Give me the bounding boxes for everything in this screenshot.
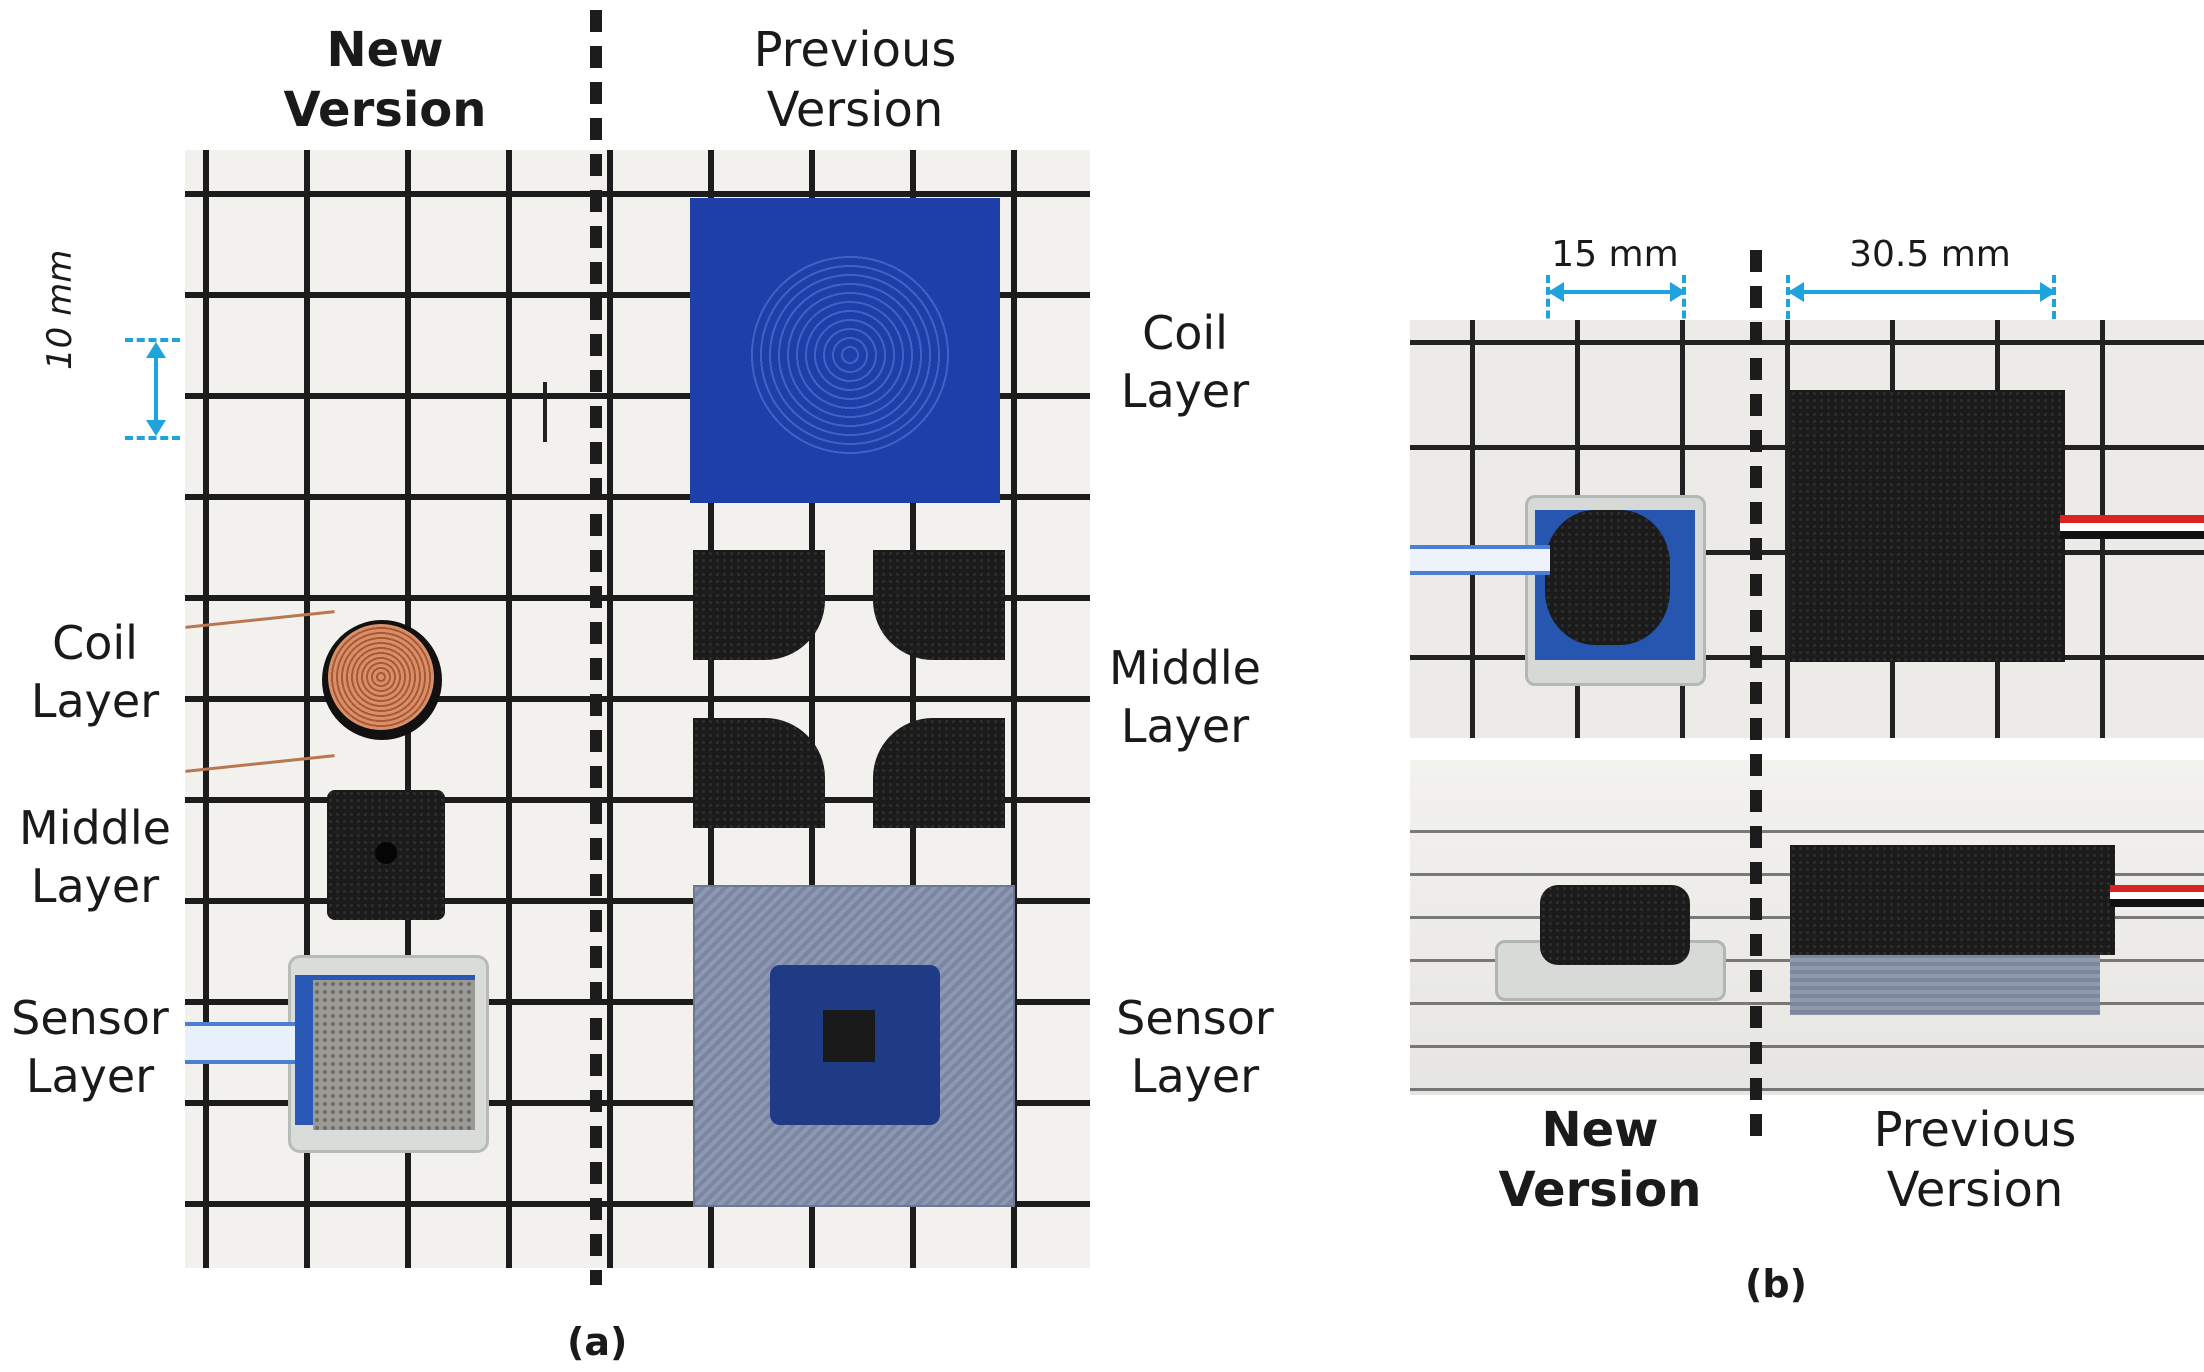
prev-case-side-view bbox=[1790, 950, 2100, 1015]
prev-foam-side-view bbox=[1790, 845, 2115, 955]
panel-b-bottom-photo bbox=[1410, 760, 2204, 1095]
new-sensor-ribbon bbox=[185, 1022, 295, 1064]
dim-10mm-arrow bbox=[154, 348, 158, 428]
new-middle-label: Middle Layer bbox=[19, 801, 171, 913]
prev-foam-top-view bbox=[1790, 390, 2065, 662]
panel-a-separator bbox=[590, 10, 602, 1285]
new-coil-wire-a bbox=[185, 610, 335, 629]
panel-a-header-previous: Previous Version bbox=[753, 22, 957, 138]
dim-10mm-arrowhead-down bbox=[146, 420, 166, 436]
new-coil-label: Coil Layer bbox=[30, 616, 160, 728]
panel-b-separator bbox=[1750, 250, 1762, 1150]
new-sensor-mesh bbox=[313, 980, 475, 1130]
new-coil-wire-b bbox=[185, 754, 335, 773]
new-sensor-label: Sensor Layer bbox=[11, 991, 169, 1103]
dim-30mm-arrowhead-left bbox=[1788, 282, 1804, 302]
prev-middle-piece-bl bbox=[693, 718, 825, 828]
prev-cable-top-view bbox=[2060, 515, 2204, 539]
new-middle-hole bbox=[375, 842, 397, 864]
dim-15mm-arrow bbox=[1550, 290, 1680, 294]
new-coil-copper bbox=[328, 624, 434, 730]
prev-coil-rings bbox=[750, 255, 950, 455]
prev-middle-label: Middle Layer bbox=[1109, 641, 1261, 753]
new-foam-side-view bbox=[1540, 885, 1690, 965]
dim-30mm-label: 30.5 mm bbox=[1849, 234, 2011, 275]
dim-15mm-label: 15 mm bbox=[1551, 234, 1679, 275]
panel-a-header-new: New Version bbox=[283, 22, 487, 138]
prev-cable-side-view bbox=[2110, 885, 2204, 907]
dim-10mm-bottom bbox=[125, 436, 180, 440]
dim-15mm-arrowhead-left bbox=[1548, 282, 1564, 302]
dim-30mm-arrow bbox=[1790, 290, 2050, 294]
new-ribbon-top-view bbox=[1410, 545, 1550, 575]
handwritten-mark bbox=[543, 382, 547, 442]
dim-10mm-label: 10 mm bbox=[40, 249, 80, 370]
prev-middle-piece-br bbox=[873, 718, 1005, 828]
prev-middle-piece-tl bbox=[693, 550, 825, 660]
prev-sensor-label: Sensor Layer bbox=[1116, 991, 1274, 1103]
panel-b-caption: (b) bbox=[1745, 1262, 1807, 1306]
panel-a-photo bbox=[185, 150, 1090, 1268]
prev-coil-label: Coil Layer bbox=[1120, 306, 1250, 418]
panel-b-footer-new: New Version bbox=[1498, 1102, 1702, 1218]
panel-b-top-photo bbox=[1410, 320, 2204, 738]
new-foam-top-view bbox=[1545, 510, 1670, 645]
prev-middle-piece-tr bbox=[873, 550, 1005, 660]
panel-a-caption: (a) bbox=[567, 1320, 628, 1364]
dim-10mm-arrowhead-up bbox=[146, 342, 166, 358]
panel-b-footer-previous: Previous Version bbox=[1873, 1102, 2077, 1218]
dim-10mm-top bbox=[125, 338, 180, 342]
prev-sensor-chip bbox=[823, 1010, 875, 1062]
